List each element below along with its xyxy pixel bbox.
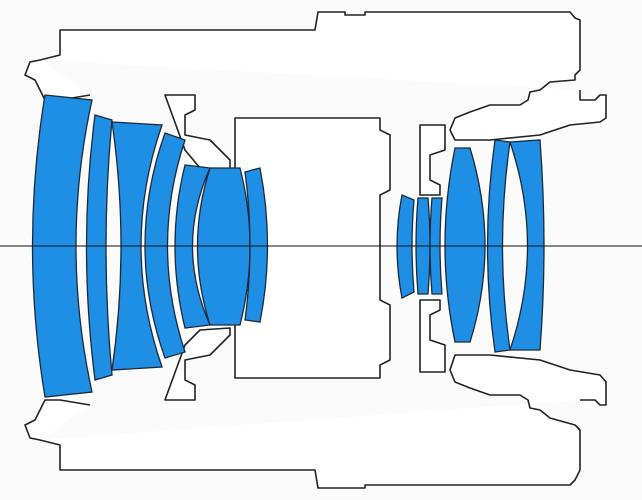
lens-element-13 xyxy=(509,139,545,351)
lens-barrel-housing xyxy=(24,11,607,489)
front-group-retainer-bottom xyxy=(164,327,231,401)
lens-element-7 xyxy=(244,167,269,323)
lens-element-2 xyxy=(85,114,113,381)
rear-group-retainer-bottom xyxy=(419,299,446,373)
front-group-retainer xyxy=(164,94,231,171)
lens-element-11 xyxy=(444,147,486,343)
rear-group-retainer xyxy=(419,124,446,196)
central-spacer xyxy=(234,117,391,379)
